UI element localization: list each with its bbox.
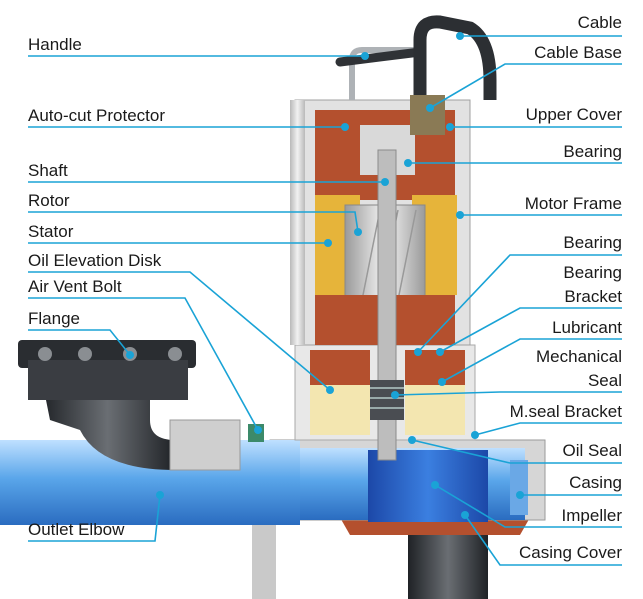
label-upper-cover: Upper Cover <box>526 105 623 124</box>
label-auto-cut-protector: Auto-cut Protector <box>28 106 165 125</box>
cable-base-shape <box>410 95 445 135</box>
label-cable: Cable <box>578 13 622 32</box>
label-outlet-elbow: Outlet Elbow <box>28 520 125 539</box>
label-motor-frame: Motor Frame <box>525 194 622 213</box>
label-oil-elevation-disk: Oil Elevation Disk <box>28 251 162 270</box>
bearing-bracket-left <box>310 350 370 385</box>
label-oil-seal: Oil Seal <box>562 441 622 460</box>
elbow-flange-joint <box>169 419 241 471</box>
handle-grip <box>335 47 425 67</box>
label-air-vent-bolt: Air Vent Bolt <box>28 277 122 296</box>
label-cable-base: Cable Base <box>534 43 622 62</box>
label-bearing-lower: Bearing <box>563 233 622 252</box>
labels: Handle Auto-cut Protector Shaft Rotor St… <box>28 13 622 562</box>
label-mseal-bracket: M.seal Bracket <box>510 402 623 421</box>
impeller-shape <box>368 450 488 522</box>
leader-lines <box>28 32 622 566</box>
label-casing-cover: Casing Cover <box>519 543 622 562</box>
label-stator: Stator <box>28 222 74 241</box>
label-handle: Handle <box>28 35 82 54</box>
cable-shape <box>413 15 497 100</box>
label-mechanical-seal-line1: Mechanical <box>536 347 622 366</box>
bearing-bracket-right <box>405 350 465 385</box>
label-lubricant: Lubricant <box>552 318 622 337</box>
left-foot <box>252 520 276 599</box>
label-bearing-bracket-line2: Bracket <box>564 287 622 306</box>
label-shaft: Shaft <box>28 161 68 180</box>
casing-outlet <box>510 460 528 515</box>
mechanical-seal-shape <box>370 380 404 420</box>
label-casing: Casing <box>569 473 622 492</box>
label-impeller: Impeller <box>562 506 623 525</box>
label-mechanical-seal-line2: Seal <box>588 371 622 390</box>
label-bearing-upper: Bearing <box>563 142 622 161</box>
label-bearing-bracket-line1: Bearing <box>563 263 622 282</box>
pump-body <box>0 15 546 599</box>
motor-frame-left <box>290 100 305 345</box>
label-flange: Flange <box>28 309 80 328</box>
flange-neck <box>28 360 188 400</box>
label-rotor: Rotor <box>28 191 70 210</box>
